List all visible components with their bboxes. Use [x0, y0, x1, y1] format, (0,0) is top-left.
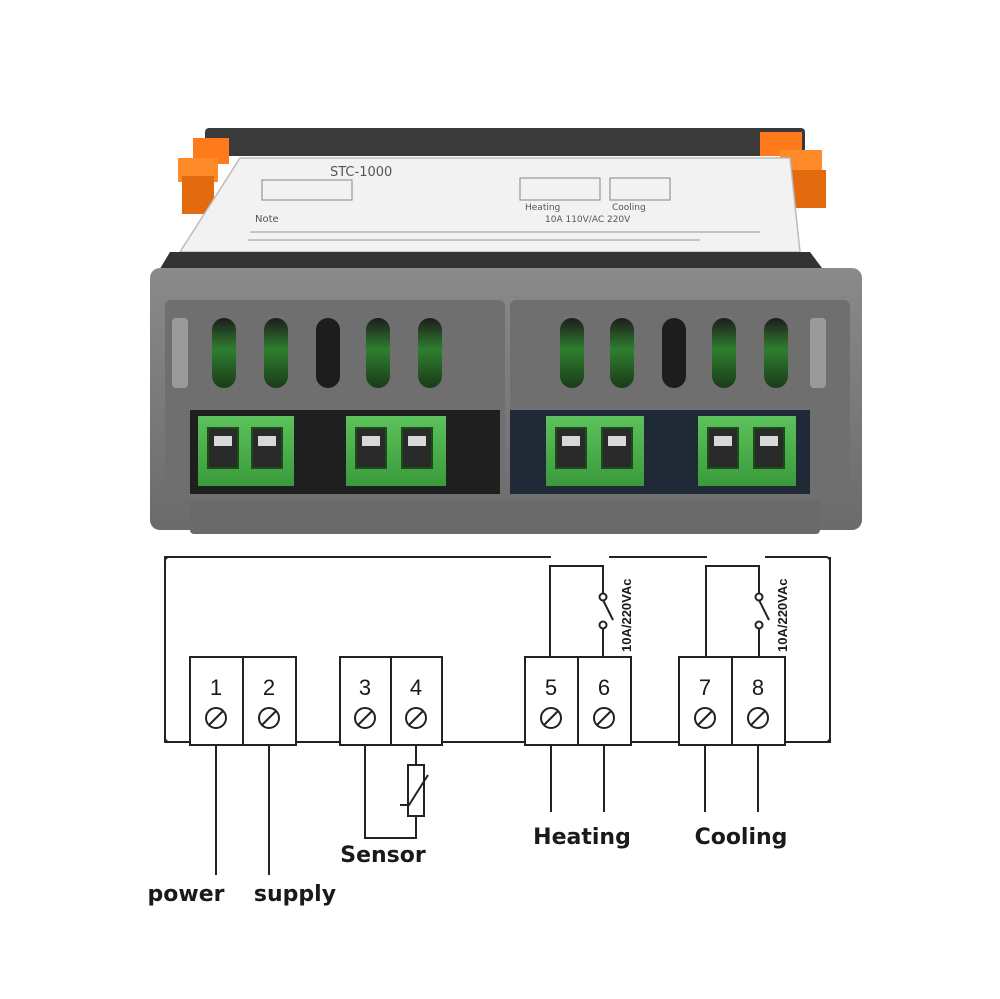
screw-icon — [540, 707, 562, 729]
cooling-relay-rating: 10A/220VAc — [775, 579, 790, 652]
heating-relay-rating: 10A/220VAc — [619, 579, 634, 652]
label-power: power — [148, 882, 225, 907]
terminal-number-3: 3 — [359, 675, 371, 700]
sticker-note-text: Note — [255, 214, 279, 225]
terminal-block-power — [189, 656, 297, 746]
terminal-number-4: 4 — [410, 675, 422, 700]
screw-icon — [593, 707, 615, 729]
terminal-block-heating — [524, 656, 632, 746]
sticker-heating-text: Heating — [525, 203, 560, 213]
label-heating: Heating — [533, 825, 631, 850]
screw-icon — [354, 707, 376, 729]
terminal-block-cooling — [678, 656, 786, 746]
sticker-fine-print — [248, 231, 760, 241]
sticker-cooling-text: Cooling — [612, 203, 646, 213]
lead-wires — [215, 745, 759, 875]
device-terminal-blocks — [198, 416, 796, 486]
controller-device: STC-1000 Heating Cooling 10A 110V/AC 220… — [150, 128, 862, 534]
device-bottom-foot — [190, 500, 820, 534]
label-cooling: Cooling — [695, 825, 788, 850]
sticker-rating-text: 10A 110V/AC 220V — [545, 215, 631, 225]
cooling-relay — [705, 565, 770, 657]
schematic-box — [164, 556, 831, 743]
screw-icon — [405, 707, 427, 729]
screw-icon — [747, 707, 769, 729]
screw-icon — [694, 707, 716, 729]
terminal-number-8: 8 — [752, 675, 764, 700]
terminal-number-7: 7 — [699, 675, 711, 700]
label-sensor: Sensor — [340, 843, 426, 868]
device-top-bar — [205, 128, 805, 156]
device-model-label: STC-1000 — [330, 165, 392, 180]
ventilation-slots — [172, 318, 826, 388]
sticker-schematic-lines — [261, 177, 671, 201]
terminal-number-5: 5 — [545, 675, 557, 700]
screw-icon — [205, 707, 227, 729]
device-label-sticker — [178, 157, 801, 253]
terminal-block-sensor — [339, 656, 443, 746]
heating-relay — [549, 565, 614, 657]
device-upper-band — [158, 252, 825, 272]
terminal-number-6: 6 — [598, 675, 610, 700]
label-supply: supply — [254, 882, 336, 907]
screw-icon — [258, 707, 280, 729]
thermistor-icon — [400, 764, 429, 817]
terminal-number-2: 2 — [263, 675, 275, 700]
terminal-number-1: 1 — [210, 675, 222, 700]
terminal-screws — [205, 707, 769, 729]
